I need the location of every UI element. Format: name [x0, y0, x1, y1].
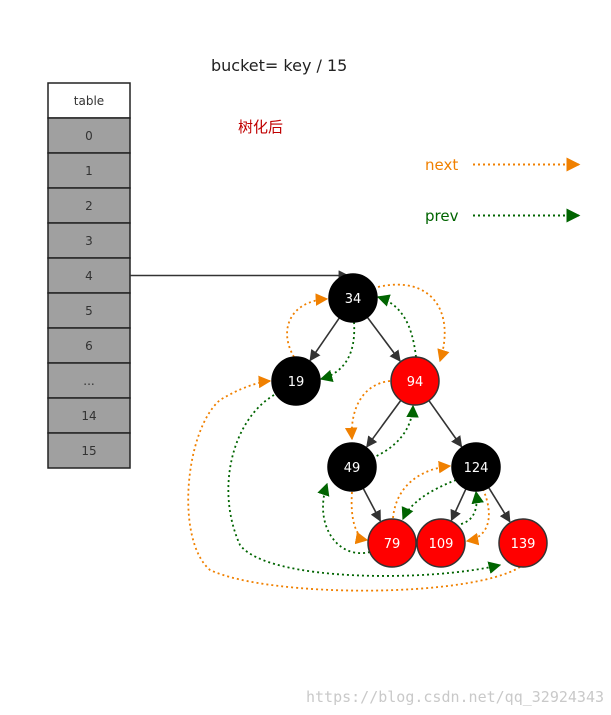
- tree-edge-124-109: [450, 488, 467, 522]
- table-cell-label: 5: [85, 304, 93, 318]
- prev-link-94-34: [376, 294, 417, 358]
- tree-node-19: 19: [271, 356, 321, 406]
- next-link-124-109: [465, 488, 490, 546]
- diagram-subtitle: 树化后: [238, 118, 283, 136]
- table-cell-label: 6: [85, 339, 93, 353]
- tree-node-94: 94: [390, 356, 440, 406]
- legend-prev-label: prev: [425, 207, 459, 225]
- tree-edge-124-139: [487, 486, 511, 523]
- watermark: https://blog.csdn.net/qq_32924343: [306, 688, 604, 706]
- table-cell-9: [47, 432, 131, 469]
- node-circle: [271, 356, 321, 406]
- node-label: 34: [345, 292, 362, 307]
- legend-next-label: next: [425, 156, 458, 174]
- tree-nodes: 34 19 94 49 124 79 109 139: [271, 273, 548, 568]
- node-label: 19: [288, 375, 305, 390]
- tree-edges: [309, 316, 511, 523]
- tree-node-109: 109: [416, 518, 466, 568]
- node-circle: [367, 518, 417, 568]
- prev-link-109-124: [460, 490, 484, 525]
- prev-link-34-19: [319, 321, 356, 383]
- tree-node-49: 49: [327, 442, 377, 492]
- next-link-19-34: [286, 293, 329, 358]
- node-label: 79: [384, 537, 401, 552]
- node-circle: [416, 518, 466, 568]
- tree-node-34: 34: [328, 273, 378, 323]
- diagram-title: bucket= key / 15: [211, 56, 347, 75]
- tree-node-79: 79: [367, 518, 417, 568]
- next-link-79-124: [392, 460, 452, 519]
- table-cell-0: [47, 117, 131, 154]
- table-cells: 0 1 2 3 4 5 6... 14 15: [47, 117, 131, 469]
- node-circle: [498, 518, 548, 568]
- table-cell-4: [47, 257, 131, 294]
- next-links: [187, 283, 521, 592]
- table-cell-label: 0: [85, 129, 93, 143]
- table-header-label: table: [74, 94, 104, 108]
- tree-edge-94-124: [428, 400, 463, 448]
- next-link-94-49: [344, 380, 391, 441]
- table-cell-label: ...: [83, 374, 94, 388]
- tree-edge-34-19: [309, 317, 341, 362]
- prev-link-79-49: [317, 482, 371, 555]
- table-cell-label: 4: [85, 269, 93, 283]
- node-label: 49: [344, 461, 361, 476]
- table-cell-8: [47, 397, 131, 434]
- hash-table: table 0 1 2 3 4 5 6... 14 15: [47, 82, 131, 469]
- tree-node-139: 139: [498, 518, 548, 568]
- node-circle: [390, 356, 440, 406]
- node-label: 124: [464, 461, 489, 476]
- table-cell-label: 2: [85, 199, 93, 213]
- next-link-49-79: [350, 491, 369, 545]
- node-label: 94: [407, 375, 424, 390]
- tree-edge-49-79: [362, 487, 382, 522]
- node-label: 109: [429, 537, 454, 552]
- next-link-139-19: [187, 375, 521, 592]
- tree-edge-34-94: [366, 316, 401, 362]
- legend: next prev: [425, 156, 581, 225]
- prev-link-19-139: [227, 394, 502, 577]
- node-circle: [451, 442, 501, 492]
- table-cell-label: 15: [81, 444, 96, 458]
- prev-link-124-79: [401, 479, 457, 521]
- tree-edge-94-49: [366, 399, 402, 448]
- node-label: 139: [511, 537, 536, 552]
- tree-node-124: 124: [451, 442, 501, 492]
- node-circle: [327, 442, 377, 492]
- prev-links: [227, 294, 502, 577]
- next-link-34-94: [377, 283, 450, 363]
- table-cell-label: 3: [85, 234, 93, 248]
- table-cell-label: 1: [85, 164, 93, 178]
- table-cell-2: [47, 187, 131, 224]
- table-header-cell: [47, 82, 131, 119]
- table-cell-label: 14: [81, 409, 96, 423]
- node-circle: [328, 273, 378, 323]
- table-cell-6: [47, 327, 131, 364]
- prev-link-49-94: [371, 404, 419, 459]
